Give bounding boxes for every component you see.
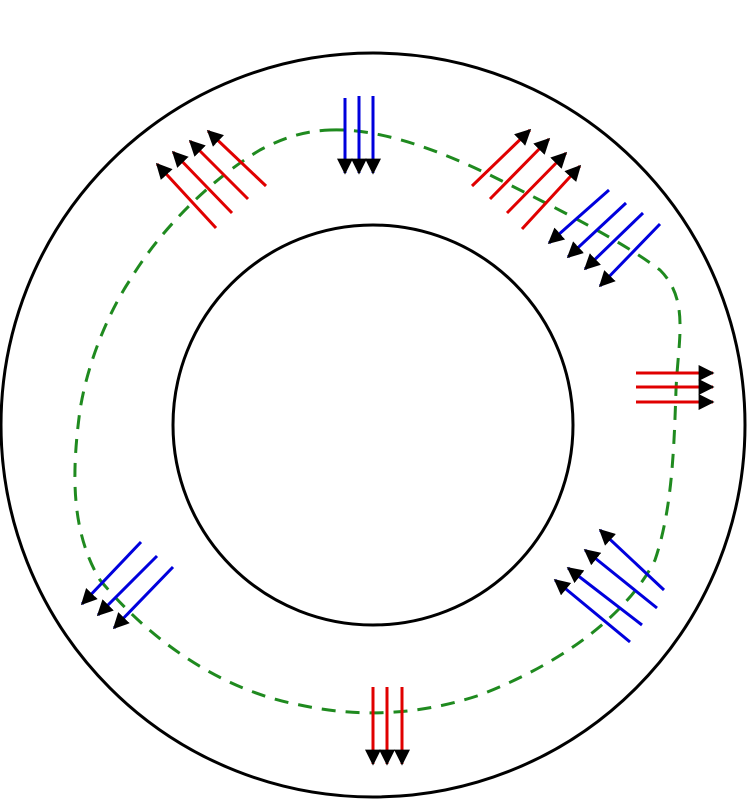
blue-arrow [566,201,628,259]
red-arrow [171,150,234,215]
arrow-group-lower-right [553,528,666,644]
arrow-groups [80,96,715,766]
blue-arrow [96,554,159,617]
blue-arrow [583,548,658,610]
blue-arrow [566,566,643,627]
blue-arrow [112,565,175,630]
blue-arrow [598,222,662,288]
arrow-group-top [337,96,381,175]
red-arrow [188,139,250,201]
arrow-group-upper-right-blue [547,188,662,288]
arrow-group-lower-left [80,540,175,630]
blue-arrow [80,540,143,606]
red-arrow [470,128,532,188]
arrow-group-upper-right-red [470,128,582,231]
blue-arrow [598,528,666,592]
red-arrow [520,164,582,231]
arrow-group-upper-left [155,129,268,230]
outer-ring [0,51,747,799]
red-arrow [488,137,551,201]
arrow-group-right [636,365,715,410]
red-arrow [505,151,568,215]
blue-arrow [553,578,631,644]
blue-arrow [547,188,610,245]
inner-ring [171,223,575,627]
blue-arrow [583,211,645,271]
red-arrow [206,129,268,188]
arrow-group-bottom [365,687,410,766]
dashed-flow-path [73,128,682,715]
red-arrow [155,162,218,230]
